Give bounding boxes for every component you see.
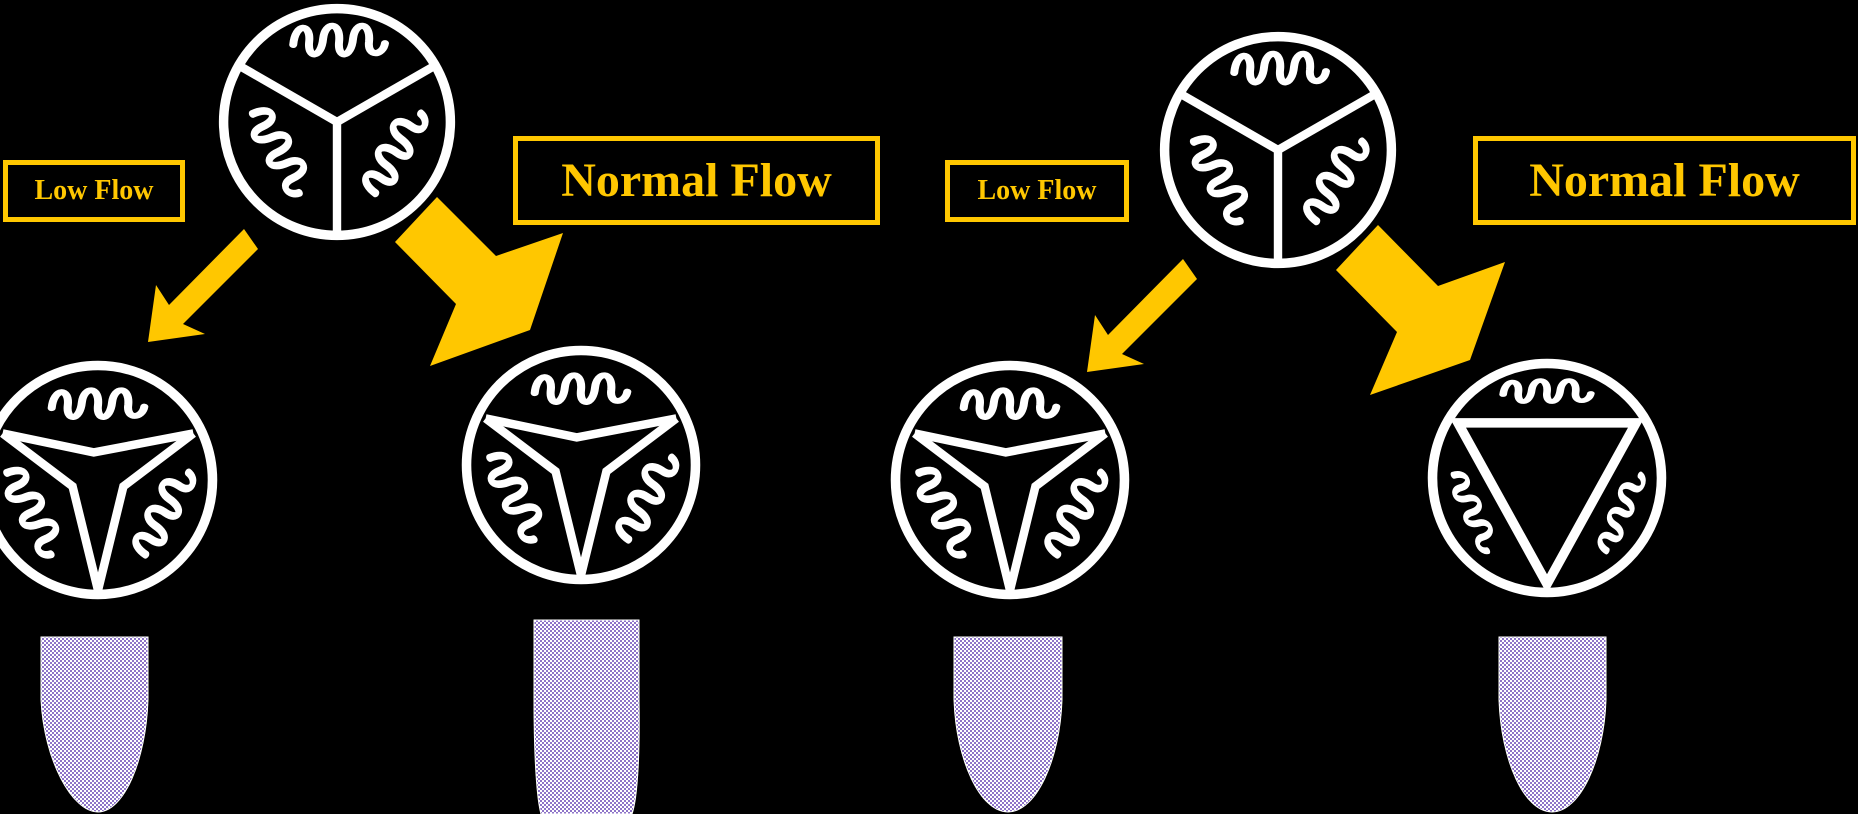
low-flow-text-right: Low Flow: [978, 175, 1097, 207]
closed-channel-top-right: [1165, 37, 1392, 264]
current-trace-low-left: [41, 637, 148, 812]
low-flow-channel-left: [0, 366, 212, 595]
current-trace-normal-right: [1499, 637, 1606, 812]
normal-flow-label-right: Normal Flow: [1473, 136, 1856, 225]
normal-flow-channel-left: [467, 351, 696, 580]
low-flow-label-left: Low Flow: [3, 160, 185, 222]
normal-flow-text-right: Normal Flow: [1529, 153, 1800, 208]
normal-flow-text-left: Normal Flow: [561, 153, 832, 208]
low-flow-label-right: Low Flow: [945, 160, 1129, 222]
low-flow-arrow-left: [148, 229, 258, 342]
current-trace-normal-left: [534, 620, 639, 814]
open-channel-right: [1433, 364, 1662, 593]
normal-flow-label-left: Normal Flow: [513, 136, 880, 225]
normal-flow-arrow-right: [1336, 225, 1505, 395]
left-panel: [0, 9, 695, 814]
low-flow-text-left: Low Flow: [35, 175, 154, 207]
current-trace-low-right: [954, 637, 1062, 812]
low-flow-arrow-right: [1087, 259, 1197, 372]
low-flow-channel-right: [896, 366, 1125, 595]
closed-channel-top-left: [224, 9, 451, 236]
